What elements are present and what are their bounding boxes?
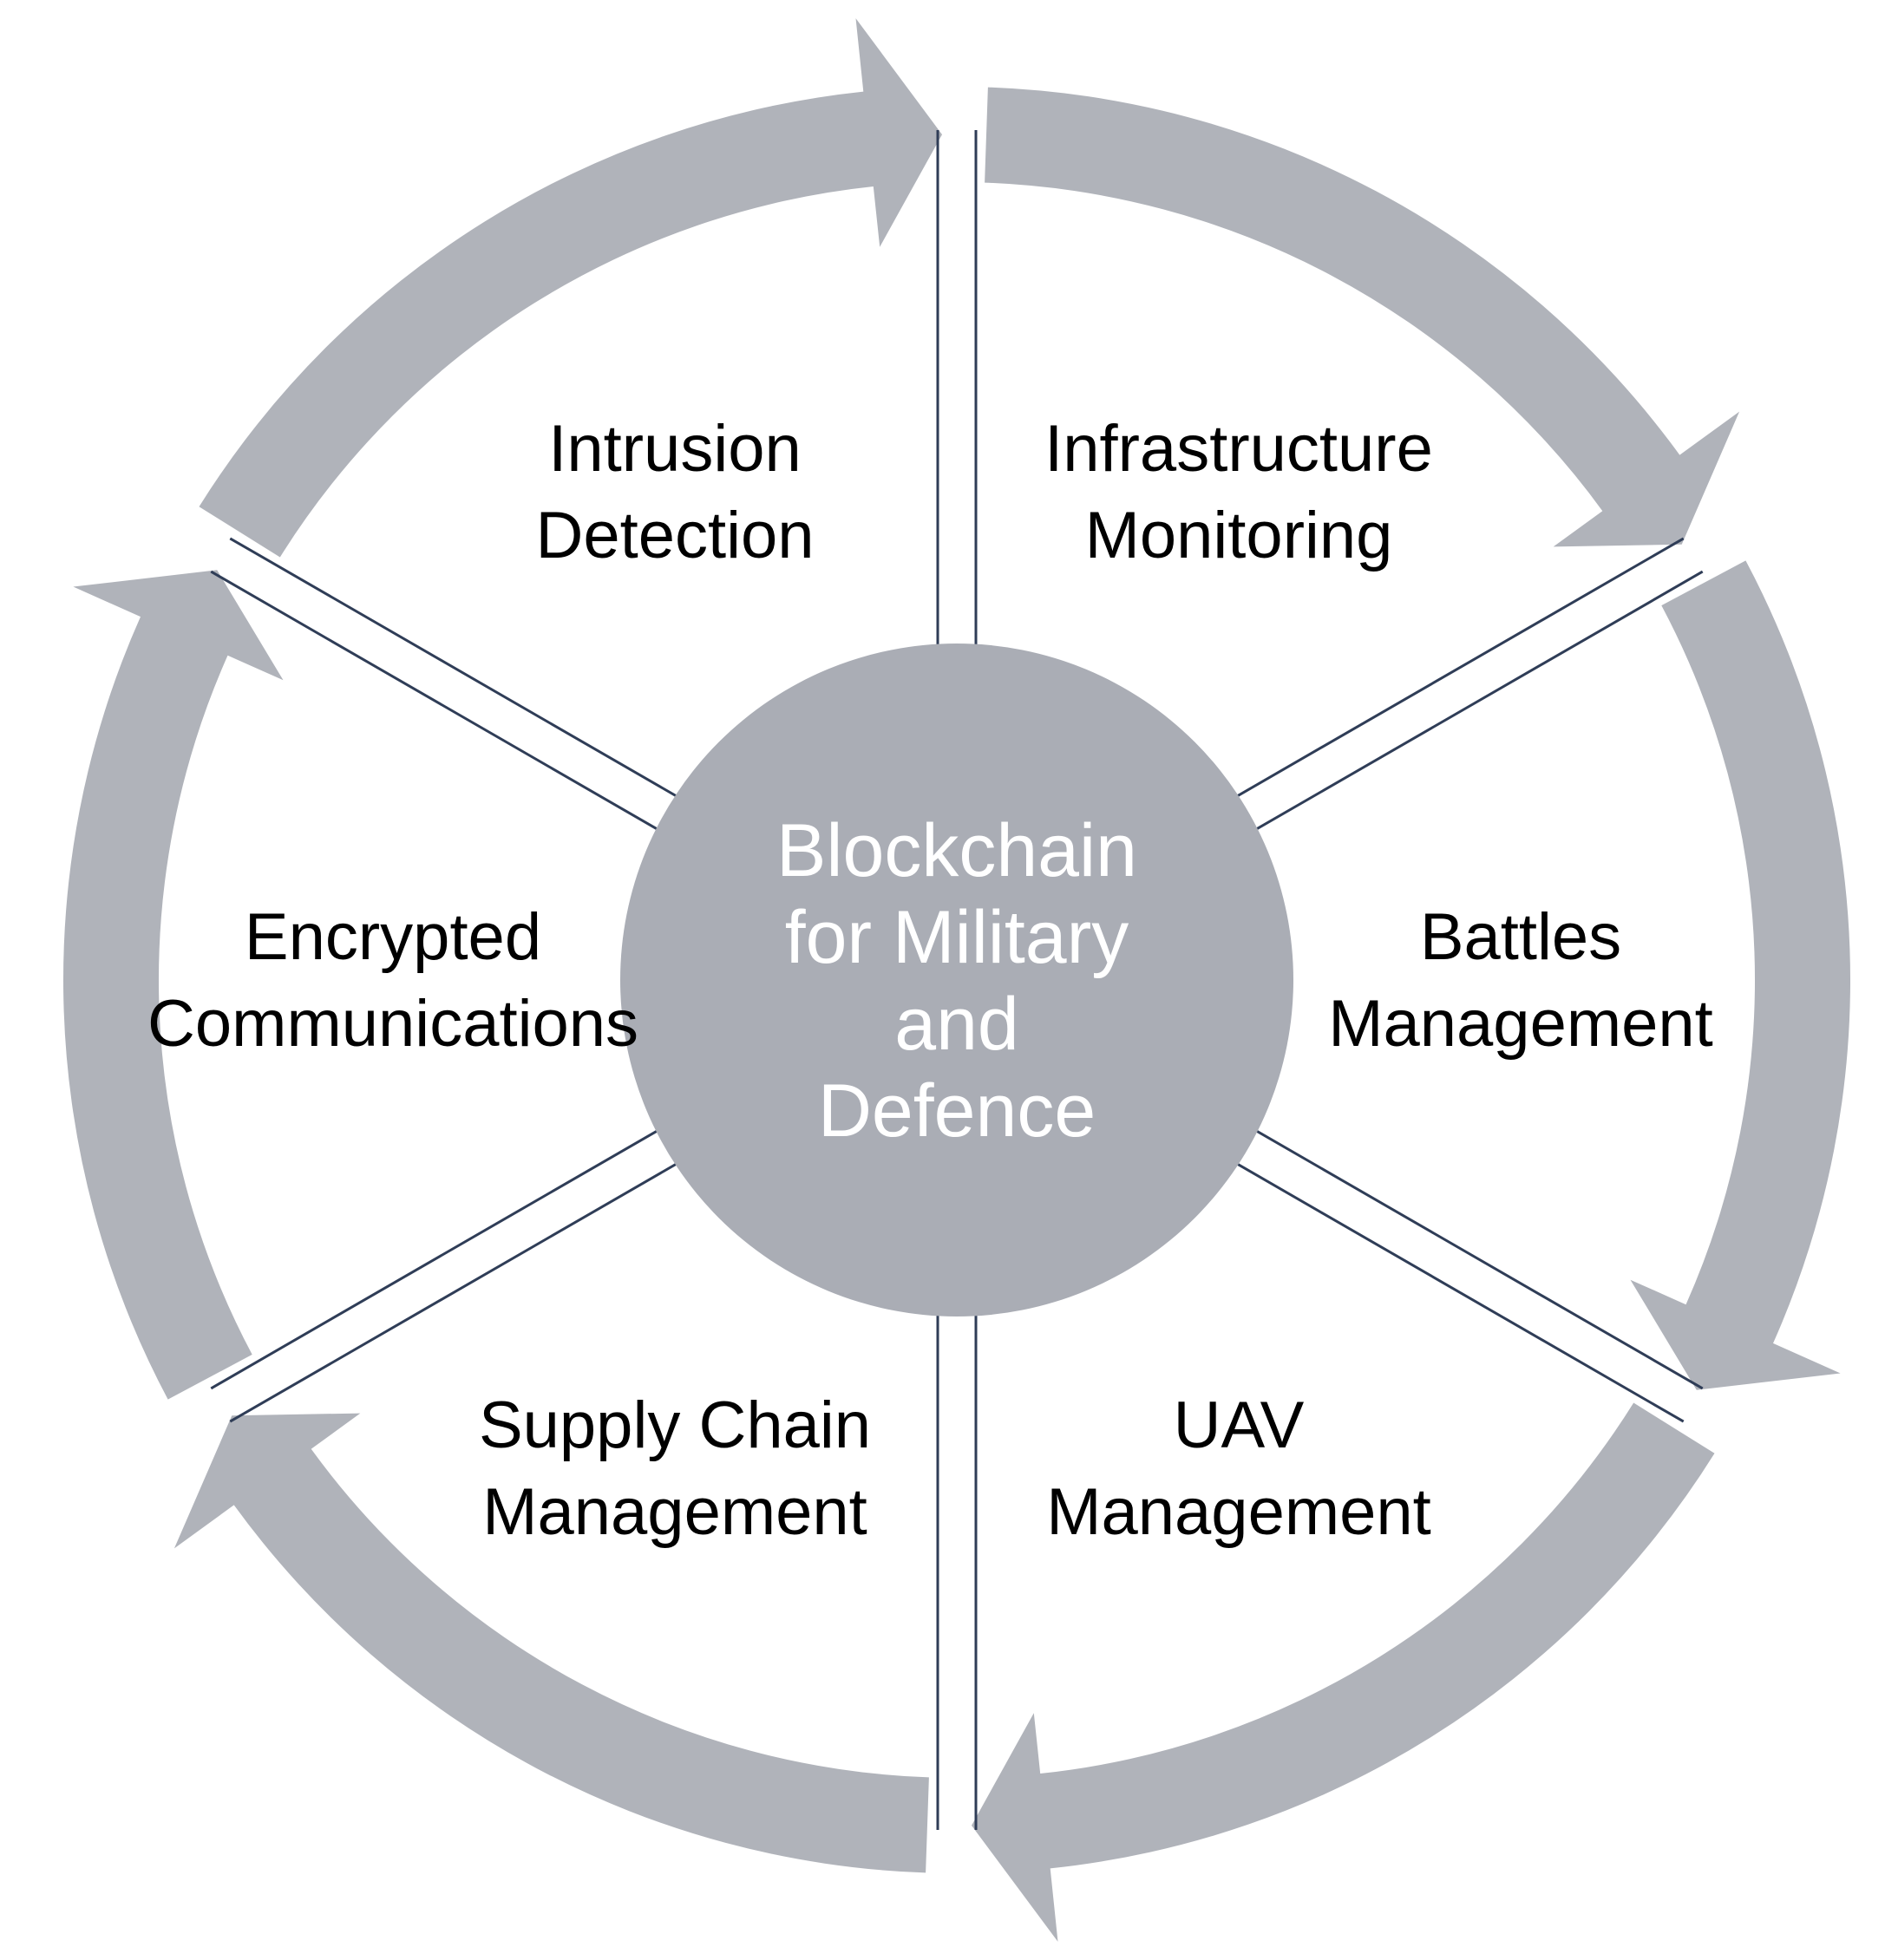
center-title-line: and — [894, 983, 1019, 1066]
segment-label-line: Monitoring — [1085, 499, 1393, 572]
arrow-to-infrastructure — [199, 18, 942, 558]
segment-label-line: Management — [1328, 987, 1713, 1061]
segment-label-line: Supply Chain — [479, 1388, 871, 1462]
divider-line — [229, 537, 691, 806]
arrow-to-battles — [985, 87, 1740, 547]
divider-line — [210, 570, 672, 839]
divider-line — [229, 1154, 691, 1423]
divider-line — [1241, 570, 1704, 839]
segment-label-line: UAV — [1174, 1388, 1305, 1462]
segment-label-line: Intrusion — [548, 412, 802, 486]
segment-dividers — [210, 130, 1704, 1830]
divider-line — [1222, 1154, 1685, 1423]
arrow-to-supply-chain — [972, 1402, 1715, 1942]
segment-label-line: Encrypted — [245, 900, 541, 974]
arrow-to-encrypted — [173, 1413, 929, 1873]
center-hub — [620, 644, 1293, 1316]
divider-line — [210, 1121, 672, 1390]
segment-label-uav-management: UAV Management — [1046, 1388, 1431, 1549]
divider-line — [1241, 1121, 1704, 1390]
segment-label-line: Management — [1046, 1475, 1431, 1549]
segment-label-line: Battles — [1420, 900, 1621, 974]
segment-label-line: Management — [482, 1475, 867, 1549]
center-title-line: for Military — [785, 896, 1129, 979]
center-title-line: Blockchain — [776, 809, 1137, 892]
segment-label-line: Communications — [147, 987, 638, 1061]
center-title-line: Defence — [818, 1069, 1096, 1153]
arrow-to-intrusion — [62, 570, 284, 1400]
segment-label-line: Detection — [535, 499, 814, 572]
cycle-arrows — [62, 18, 1851, 1942]
arrow-to-uav — [1630, 560, 1851, 1390]
segment-label-line: Infrastructure — [1044, 412, 1433, 486]
divider-line — [1222, 537, 1685, 806]
